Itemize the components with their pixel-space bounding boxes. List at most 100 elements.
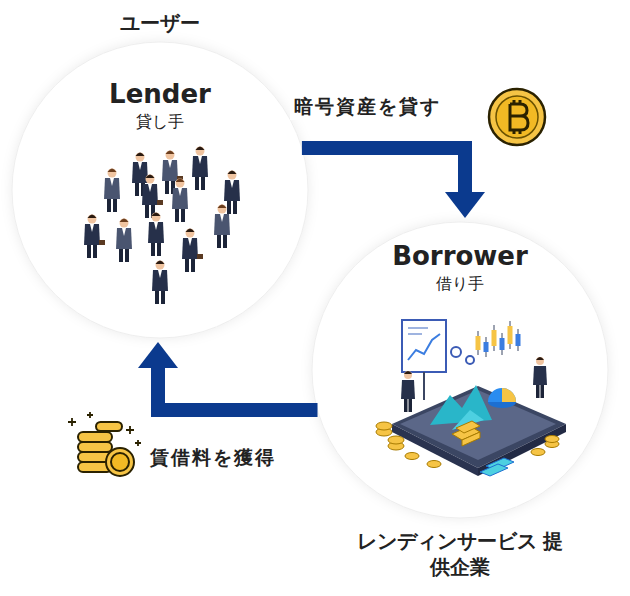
illustration-part xyxy=(142,184,158,205)
illustration-part xyxy=(217,234,221,248)
illustration-part xyxy=(99,240,105,245)
illustration-part xyxy=(155,290,159,304)
illustration-part xyxy=(188,238,192,246)
illustration-part xyxy=(172,188,188,209)
illustration-part xyxy=(401,380,415,399)
illustration-part xyxy=(88,215,97,224)
illustration-part xyxy=(156,261,165,270)
illustration-part xyxy=(423,372,425,400)
illustration-part xyxy=(492,330,497,346)
illustration-part xyxy=(191,258,195,272)
flow-arrow xyxy=(302,148,465,192)
illustration-part xyxy=(78,442,112,452)
circle-node: ユーザーLender貸し手 xyxy=(10,40,310,340)
illustration-part xyxy=(409,398,413,412)
illustration-part xyxy=(84,224,100,245)
illustration-part xyxy=(125,248,129,262)
illustration-part xyxy=(146,175,155,184)
illustration-part xyxy=(162,160,178,181)
illustration-part xyxy=(500,338,505,350)
illustration-part xyxy=(192,156,208,177)
illustration-part xyxy=(175,208,179,222)
provider-caption: レンディンサービス 提供企業 xyxy=(350,528,570,580)
illustration-part xyxy=(541,384,545,398)
illustration-part xyxy=(110,178,114,186)
edge-label: 暗号資産を貸す xyxy=(290,93,445,120)
illustration-part xyxy=(78,422,134,476)
illustration-part xyxy=(404,371,412,374)
illustration-part xyxy=(227,200,231,214)
illustration-part xyxy=(220,214,224,222)
illustration-part xyxy=(496,96,538,138)
node-title: Borrower xyxy=(310,240,610,274)
illustration-part xyxy=(157,242,161,256)
node-title: Lender xyxy=(10,78,310,112)
illustration-part xyxy=(230,180,234,188)
illustration-part xyxy=(136,153,145,162)
illustration-part xyxy=(68,418,76,426)
illustration-part xyxy=(388,436,404,444)
group-heading: ユーザー xyxy=(10,10,310,36)
illustration-part xyxy=(531,449,545,456)
illustration-part xyxy=(111,453,129,471)
illustration-part xyxy=(106,448,134,476)
illustration-part xyxy=(107,198,111,212)
illustration-part xyxy=(166,151,175,160)
illustration-part xyxy=(148,222,164,243)
illustration-part xyxy=(181,208,185,222)
illustration-part xyxy=(510,100,528,134)
illustration-part xyxy=(178,188,182,196)
illustration-part xyxy=(198,156,202,164)
illustration-part xyxy=(405,453,419,460)
illustration-part xyxy=(201,176,205,190)
illustration-part xyxy=(68,412,141,446)
illustration-part xyxy=(152,270,168,291)
illustration-part xyxy=(87,244,91,258)
illustration-part xyxy=(224,180,240,201)
node-subtitle: 借り手 xyxy=(310,274,610,295)
edge-label: 賃借料を獲得 xyxy=(146,444,280,471)
illustration-part xyxy=(122,228,126,236)
illustration-part xyxy=(408,334,440,360)
illustration-part xyxy=(545,436,559,443)
illustration-part xyxy=(138,162,142,170)
illustration-part xyxy=(233,200,237,214)
illustration-part xyxy=(223,234,227,248)
illustration-part xyxy=(87,412,93,418)
illustration-part xyxy=(404,398,408,412)
illustration-part xyxy=(228,171,237,180)
illustration-part xyxy=(404,371,412,379)
illustration-part xyxy=(182,238,198,259)
node-subtitle: 貸し手 xyxy=(10,112,310,133)
illustration-part xyxy=(135,440,141,446)
illustration-part xyxy=(508,326,513,344)
illustration-part xyxy=(165,180,169,194)
illustration-part xyxy=(151,242,155,256)
illustration-part xyxy=(176,179,185,188)
illustration-part xyxy=(402,320,446,372)
illustration-part xyxy=(186,229,195,238)
illustration-part xyxy=(152,213,161,222)
illustration-part xyxy=(489,89,545,145)
illustration-part xyxy=(116,228,132,249)
illustration-part xyxy=(533,366,547,385)
illustration-part xyxy=(135,182,139,196)
illustration-part xyxy=(158,270,162,278)
illustration-part xyxy=(78,432,112,442)
flow-arrow xyxy=(158,368,318,410)
illustration-part xyxy=(96,422,122,431)
illustration-part xyxy=(154,222,158,230)
illustration-part xyxy=(427,461,441,468)
illustration-part xyxy=(484,342,489,352)
illustration-part xyxy=(218,205,227,214)
circle-node: Borrower借り手レンディンサービス 提供企業 xyxy=(310,220,610,520)
illustration-part xyxy=(197,254,203,259)
illustration-part xyxy=(104,178,120,199)
illustration-part xyxy=(168,160,172,168)
illustration-part xyxy=(462,432,480,446)
illustration-part xyxy=(148,184,152,192)
illustration-part xyxy=(119,248,123,262)
illustration-part xyxy=(195,176,199,190)
illustration-part xyxy=(185,258,189,272)
